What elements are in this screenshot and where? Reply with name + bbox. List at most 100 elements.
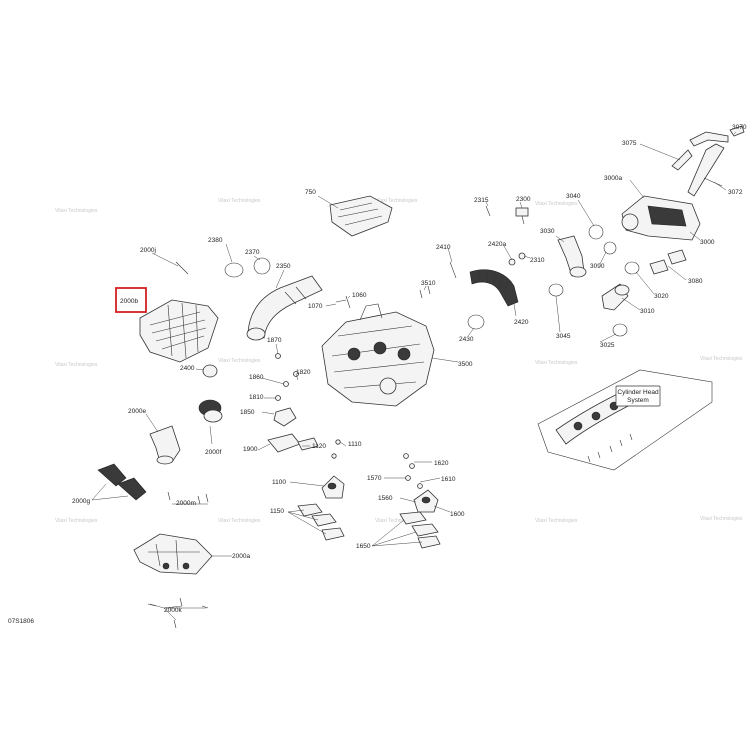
part-label[interactable]: 2420: [514, 319, 529, 326]
screw-2000j[interactable]: [175, 261, 189, 275]
clamp-3045[interactable]: [548, 283, 564, 297]
part-label[interactable]: 2400: [180, 365, 195, 372]
part-label[interactable]: 3000: [700, 239, 715, 246]
hardware-group-1620[interactable]: [403, 453, 423, 489]
fitting-2300[interactable]: [515, 207, 529, 225]
bolt-1070[interactable]: [335, 299, 347, 303]
part-label[interactable]: 2000j: [140, 247, 156, 254]
part-label[interactable]: 3045: [556, 333, 571, 340]
part-label[interactable]: 3000a: [604, 175, 622, 182]
lower-housing-2000a[interactable]: [133, 533, 213, 575]
part-label[interactable]: 3010: [640, 308, 655, 315]
part-label[interactable]: 3070: [732, 124, 747, 131]
hardware-group-1120[interactable]: [297, 437, 341, 459]
intake-manifold-2000b[interactable]: [139, 299, 219, 363]
clamp-2430[interactable]: [467, 314, 485, 330]
part-label[interactable]: 2000m: [176, 500, 196, 507]
screws-2000k[interactable]: [147, 597, 209, 629]
clip-2410[interactable]: [449, 261, 457, 279]
corrugated-hose-2420[interactable]: [469, 269, 519, 307]
o-ring-2370[interactable]: [253, 257, 271, 275]
part-label[interactable]: 1100: [272, 479, 286, 486]
part-label[interactable]: 1850: [240, 409, 255, 416]
part-label[interactable]: 1820: [296, 369, 311, 376]
bolts-3510[interactable]: [419, 285, 431, 299]
elbow-3030[interactable]: [557, 235, 587, 278]
part-label[interactable]: 3075: [622, 140, 637, 147]
part-label[interactable]: 2420a: [488, 241, 506, 248]
rod-3070[interactable]: [687, 125, 745, 197]
part-label[interactable]: 2310: [530, 257, 545, 264]
part-label[interactable]: 2370: [245, 249, 260, 256]
clamp-2310[interactable]: [518, 252, 526, 260]
part-label[interactable]: 1810: [249, 394, 264, 401]
elbow-3010[interactable]: [601, 283, 630, 311]
clamp-3025[interactable]: [612, 323, 628, 337]
part-label[interactable]: 2300: [516, 196, 531, 203]
part-label[interactable]: 1870: [267, 337, 282, 344]
brackets-1150[interactable]: [297, 503, 345, 541]
part-label[interactable]: 2350: [276, 263, 291, 270]
brackets-1650[interactable]: [399, 511, 441, 549]
brackets-3075[interactable]: [671, 131, 729, 171]
clamp-3020[interactable]: [624, 261, 640, 275]
o-ring-2380[interactable]: [224, 262, 244, 278]
part-label[interactable]: 3500: [458, 361, 473, 368]
part-label[interactable]: 3072: [728, 189, 743, 196]
part-label[interactable]: 1650: [356, 543, 371, 550]
hoses-2000g[interactable]: [97, 463, 147, 501]
part-label[interactable]: 1900: [243, 446, 258, 453]
part-label[interactable]: 1620: [434, 460, 449, 467]
part-label[interactable]: 1120: [312, 443, 326, 450]
elbow-tube-2000e[interactable]: [149, 425, 181, 465]
flange-1850[interactable]: [273, 407, 297, 427]
engine-mount-1600[interactable]: [413, 489, 439, 513]
part-label[interactable]: 2000a: [232, 553, 250, 560]
pads-3080[interactable]: [649, 249, 687, 275]
part-label[interactable]: 3090: [590, 263, 605, 270]
intake-duct-2350[interactable]: [246, 275, 323, 341]
part-label[interactable]: 3025: [600, 342, 615, 349]
clamp-3040[interactable]: [588, 224, 604, 240]
part-label[interactable]: 1060: [352, 292, 367, 299]
part-label[interactable]: 3040: [566, 193, 581, 200]
clamp-3090[interactable]: [603, 241, 617, 255]
hardware-group-left[interactable]: [275, 353, 299, 401]
part-label[interactable]: 750: [305, 189, 316, 196]
part-label[interactable]: 2315: [474, 197, 489, 204]
part-label[interactable]: 3030: [540, 228, 555, 235]
bolt-1060[interactable]: [345, 295, 351, 309]
strap-3072[interactable]: [703, 177, 723, 187]
part-label[interactable]: 2410: [436, 244, 451, 251]
bracket-1900[interactable]: [267, 433, 301, 453]
part-label[interactable]: 2380: [208, 237, 223, 244]
part-label[interactable]: 1070: [308, 303, 323, 310]
part-label[interactable]: 2430: [459, 336, 474, 343]
part-label[interactable]: 3510: [421, 280, 436, 287]
cap-2400[interactable]: [202, 364, 218, 378]
boot-2000f[interactable]: [198, 399, 223, 445]
part-label-highlighted[interactable]: 2000b: [120, 298, 138, 305]
part-label[interactable]: 1860: [249, 374, 264, 381]
engine-block[interactable]: [321, 303, 435, 407]
part-label[interactable]: 1560: [378, 495, 393, 502]
intercooler-3000[interactable]: [621, 195, 701, 241]
watermark: Vilaxi Technologies: [55, 362, 98, 368]
part-label[interactable]: 2000g: [72, 498, 90, 505]
part-label[interactable]: 1610: [441, 476, 456, 483]
engine-cover-750[interactable]: [329, 195, 393, 237]
screws-2000m[interactable]: [167, 491, 209, 505]
part-label[interactable]: 3080: [688, 278, 703, 285]
engine-mount-1100[interactable]: [321, 475, 345, 499]
part-label[interactable]: 1570: [367, 475, 382, 482]
clip-2420a[interactable]: [508, 258, 516, 266]
part-label[interactable]: 2000e: [128, 408, 146, 415]
part-label[interactable]: 1150: [270, 508, 284, 515]
part-label[interactable]: 3020: [654, 293, 669, 300]
screw-2315[interactable]: [485, 205, 491, 217]
part-label[interactable]: 1110: [348, 441, 362, 448]
cylinder-head-callout[interactable]: Cylinder Head System: [537, 369, 713, 471]
part-label[interactable]: 2000f: [205, 449, 221, 456]
part-label[interactable]: 1600: [450, 511, 465, 518]
part-label[interactable]: 2000k: [164, 607, 182, 614]
